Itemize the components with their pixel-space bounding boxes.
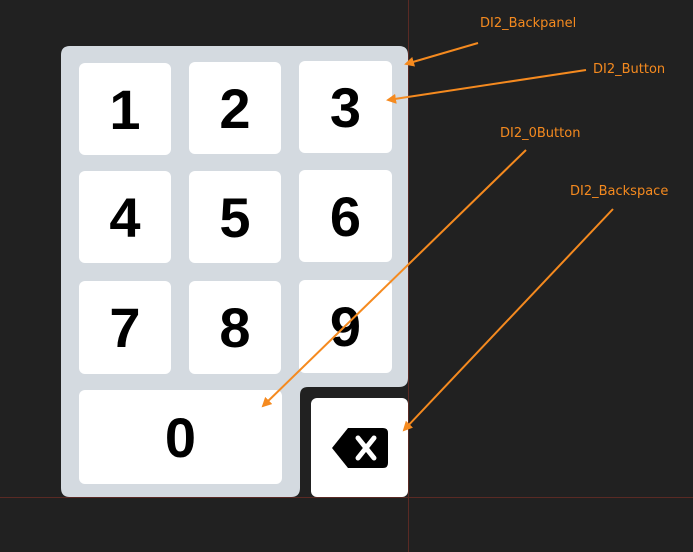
digit-7-button[interactable]: 7 <box>79 281 171 374</box>
digit-8-button[interactable]: 8 <box>189 281 281 374</box>
digit-1-button[interactable]: 1 <box>79 63 171 155</box>
digit-3-button[interactable]: 3 <box>299 61 392 153</box>
backspace-annotation: DI2_Backspace <box>570 184 669 199</box>
digit-6-button[interactable]: 6 <box>299 170 392 262</box>
horizontal-guide-line <box>0 497 693 498</box>
digit-5-button[interactable]: 5 <box>189 171 281 263</box>
digit-4-button[interactable]: 4 <box>79 171 171 263</box>
digit-9-button[interactable]: 9 <box>299 280 392 373</box>
backpanel-annotation: DI2_Backpanel <box>480 16 577 31</box>
backspace-icon <box>331 427 388 468</box>
zero-button-annotation: DI2_0Button <box>500 126 581 141</box>
digit-2-button[interactable]: 2 <box>189 62 281 154</box>
digit-0-button[interactable]: 0 <box>79 390 282 484</box>
backspace-button[interactable] <box>311 398 408 497</box>
button-annotation: DI2_Button <box>593 62 666 77</box>
